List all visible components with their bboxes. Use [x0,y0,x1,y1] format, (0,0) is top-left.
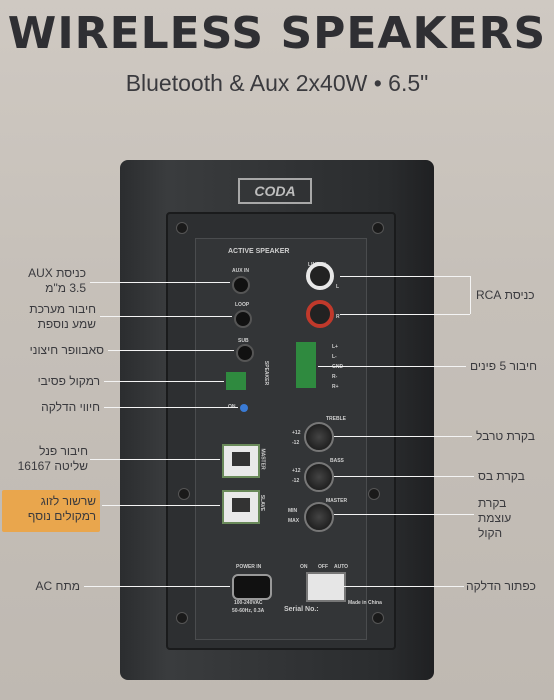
callout-line [344,586,464,587]
screw-icon [372,222,384,234]
callout-line [470,276,471,314]
switch-off-label: OFF [318,564,328,570]
label-power-switch: כפתור הדלקה [466,579,536,593]
freq-label: 50-60Hz, 0.3A [232,608,265,614]
voltage-label: 100-240VAC [234,600,263,606]
slave-ethernet-port[interactable] [222,490,260,524]
loop-jack[interactable] [234,310,252,328]
power-in-label: POWER IN [236,564,262,570]
switch-on-label: ON [300,564,308,570]
screw-icon [178,488,190,500]
screw-icon [176,612,188,624]
callout-line [84,586,230,587]
callout-line [90,459,220,460]
callout-line [104,407,238,408]
treble-label: TREBLE [326,416,346,422]
switch-auto-label: AUTO [334,564,349,570]
label-subwoofer: סאבוופר חיצוני [29,343,104,357]
master-knob-label: MASTER [326,498,348,504]
callout-line [334,514,474,515]
five-pin-terminal[interactable] [296,342,316,388]
label-rca-input: כניסת RCA [476,288,535,302]
bass-knob[interactable] [304,462,334,492]
slave-port-label: SLAVE [259,494,266,512]
serial-label: Serial No.: [284,606,319,613]
power-switch[interactable] [306,572,346,602]
callout-line [334,476,474,477]
max-label: MAX [288,518,300,524]
label-bass: בקרת בס [478,469,525,483]
rca-right-jack[interactable] [306,300,334,328]
bass-plus-label: +12 [292,468,301,474]
speaker-terminal[interactable] [226,372,246,390]
master-ethernet-port[interactable] [222,444,260,478]
callout-line [340,314,470,315]
bass-label: BASS [330,458,344,464]
ac-power-socket[interactable] [232,574,272,600]
pin-label-4: R- [332,374,338,380]
treble-minus-label: -12 [292,440,300,446]
screw-icon [176,222,188,234]
callout-line [102,505,220,506]
aux-in-label: AUX IN [232,268,249,274]
product-title: WIRELESS SPEAKERS [7,8,547,59]
pin-label-2: L- [332,354,337,360]
sub-jack[interactable] [236,344,254,362]
pin-label-5: R+ [332,384,339,390]
screw-icon [368,488,380,500]
bass-minus-label: -12 [292,478,300,484]
highlight-badge [2,490,100,532]
aux-jack[interactable] [232,276,250,294]
callout-line [108,350,234,351]
treble-plus-label: +12 [292,430,301,436]
callout-line [318,366,466,367]
made-in-label: Made in China [348,600,382,606]
pin-label-1: L+ [332,344,338,350]
callout-line [100,316,232,317]
brand-logo: CODA [238,178,312,204]
callout-line [334,436,472,437]
rca-left-jack[interactable] [306,262,334,290]
product-subtitle: Bluetooth & Aux 2x40W • 6.5" [125,70,429,96]
pin-label-3: GND [332,364,344,370]
master-port-label: MASTER [259,448,266,470]
label-5pin: חיבור 5 פינים [470,359,537,373]
active-speaker-label: ACTIVE SPEAKER [228,248,290,255]
power-led-icon [240,404,248,412]
min-label: MIN [288,508,298,514]
callout-line [340,276,470,277]
sub-label: SUB [238,338,249,344]
label-ac-power: מתח AC [35,579,80,593]
rca-l-label: L [336,284,340,290]
label-power-indicator: חיווי הדלקה [41,400,100,414]
screw-icon [372,612,384,624]
master-volume-knob[interactable] [304,502,334,532]
callout-line [104,381,224,382]
treble-knob[interactable] [304,422,334,452]
callout-line [90,282,230,283]
rca-r-label: R [336,314,340,320]
label-passive-speaker: רמקול פסיבי [37,374,100,388]
label-treble: בקרת טרבל [476,429,535,443]
loop-label: LOOP [235,302,250,308]
speaker-port-label: SPEAKER [263,360,270,386]
